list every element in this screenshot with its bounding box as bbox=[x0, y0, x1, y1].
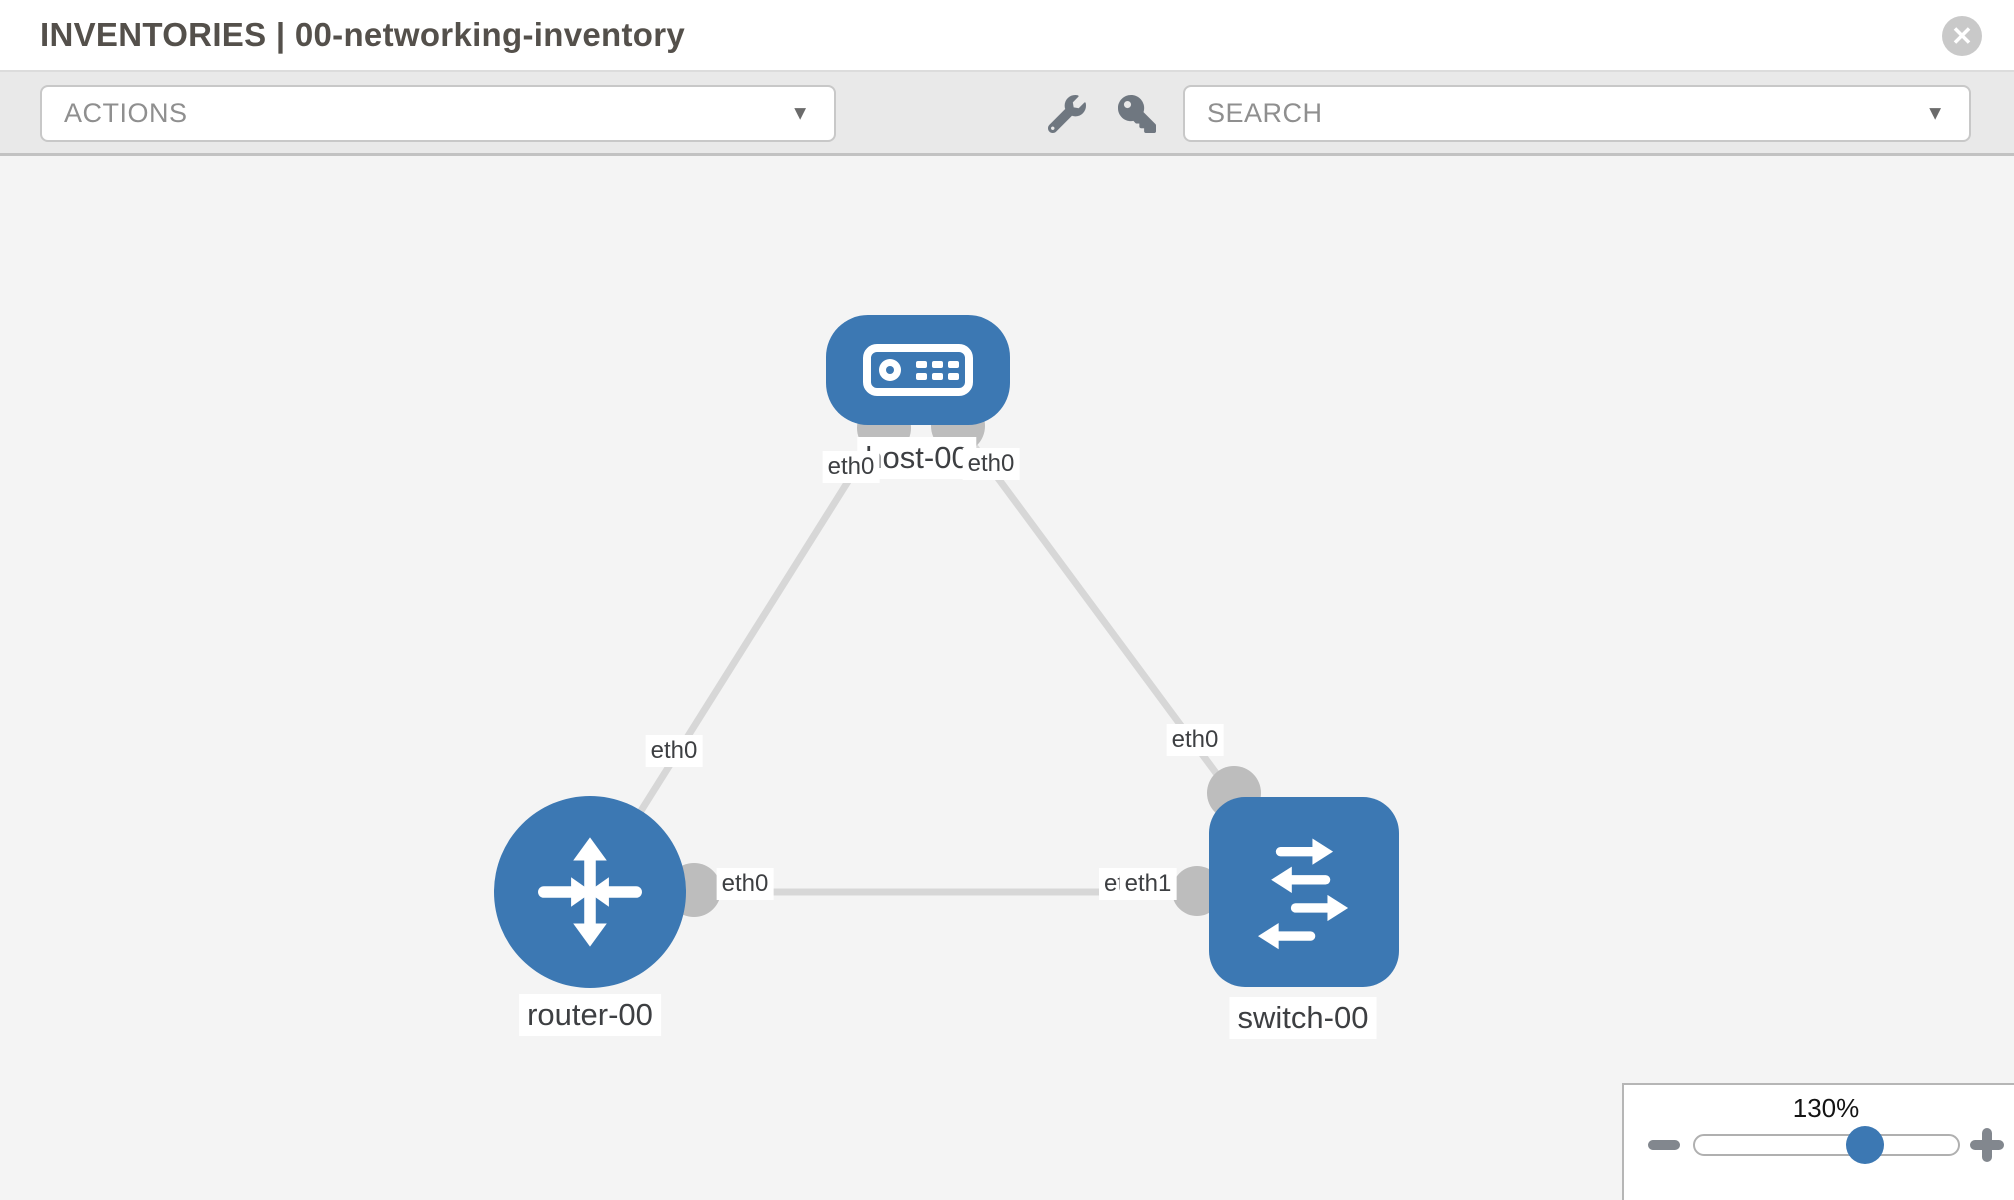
chevron-down-icon: ▼ bbox=[1925, 102, 1945, 124]
host-device-icon bbox=[860, 339, 976, 401]
topology-canvas[interactable] bbox=[0, 156, 2014, 1200]
zoom-level-label: 130% bbox=[1792, 1093, 1860, 1123]
router-device-icon bbox=[527, 829, 653, 955]
actions-dropdown-label: ACTIONS bbox=[64, 98, 188, 128]
node-label-router: router-00 bbox=[519, 994, 661, 1036]
iface-label-host-eth0-right: eth0 bbox=[962, 448, 1020, 480]
close-button[interactable]: ✕ bbox=[1942, 16, 1982, 56]
key-icon bbox=[1117, 94, 1157, 137]
node-router-00[interactable] bbox=[494, 796, 686, 988]
zoom-slider[interactable] bbox=[1693, 1134, 1960, 1156]
iface-label-router-eth0: eth0 bbox=[716, 868, 774, 900]
key-button[interactable] bbox=[1117, 94, 1157, 134]
toolbar: ACTIONS ▼ SEARCH ▼ bbox=[0, 72, 2014, 156]
search-dropdown-label: SEARCH bbox=[1207, 98, 1323, 128]
tools-button[interactable] bbox=[1047, 94, 1087, 134]
node-host-00[interactable] bbox=[826, 315, 1010, 425]
search-dropdown[interactable]: SEARCH ▼ bbox=[1183, 85, 1971, 142]
iface-label-router-host-eth0: eth0 bbox=[645, 735, 703, 767]
chevron-down-icon: ▼ bbox=[790, 102, 810, 124]
node-label-switch: switch-00 bbox=[1229, 997, 1377, 1039]
iface-label-host-eth0-left: eth0 bbox=[822, 451, 880, 483]
plus-icon bbox=[1982, 1128, 1992, 1162]
iface-label-switch-top-eth0: eth0 bbox=[1166, 724, 1224, 756]
actions-dropdown[interactable]: ACTIONS ▼ bbox=[40, 85, 836, 142]
iface-label-switch-eth1: eth1 bbox=[1119, 868, 1177, 900]
zoom-control-panel: 130% bbox=[1622, 1083, 2014, 1200]
wrench-icon bbox=[1047, 94, 1087, 137]
node-switch-00[interactable] bbox=[1209, 797, 1399, 987]
switch-device-icon bbox=[1243, 831, 1365, 953]
close-icon: ✕ bbox=[1951, 21, 1973, 51]
zoom-in-button[interactable] bbox=[1970, 1128, 2004, 1162]
zoom-slider-thumb[interactable] bbox=[1846, 1126, 1884, 1164]
zoom-out-button[interactable] bbox=[1648, 1140, 1680, 1150]
header-bar: INVENTORIES | 00-networking-inventory ✕ bbox=[0, 0, 2014, 72]
page-title: INVENTORIES | 00-networking-inventory bbox=[40, 16, 685, 53]
